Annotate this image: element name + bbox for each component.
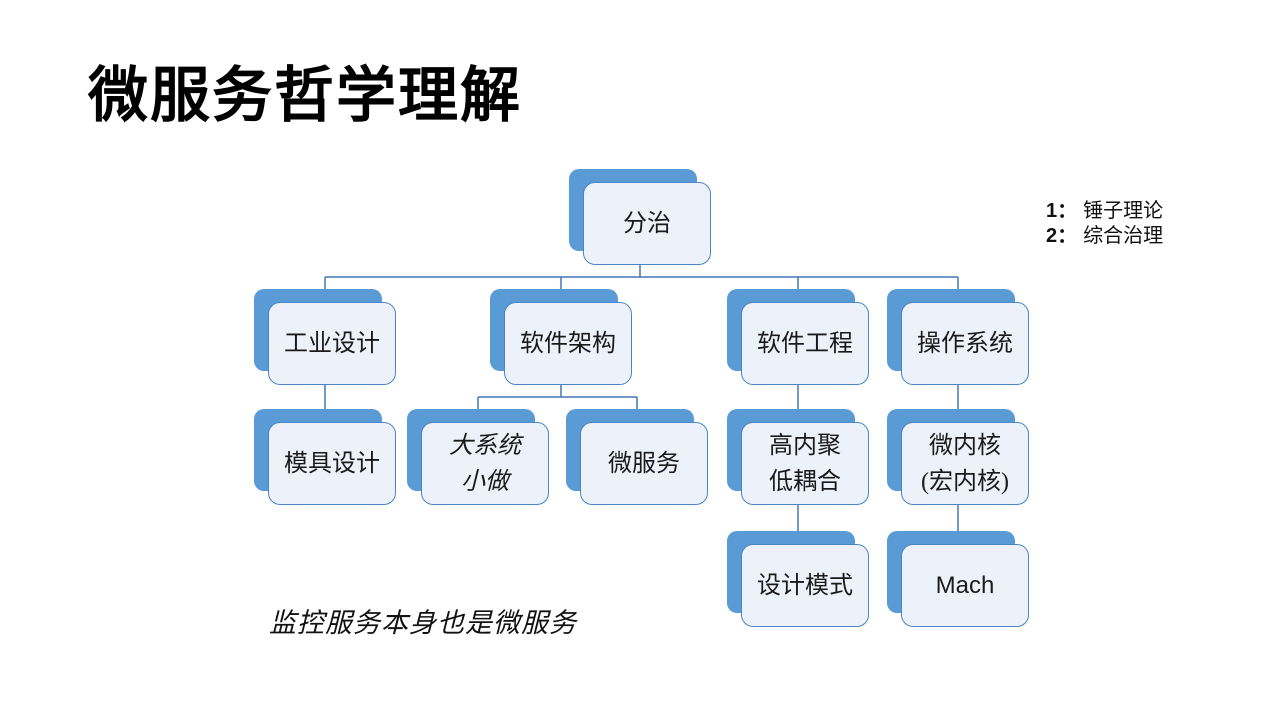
- node-mold-design: 模具设计: [254, 409, 396, 505]
- node-front-shape: 软件工程: [741, 302, 869, 385]
- side-note-text: 锤子理论: [1083, 200, 1164, 222]
- node-root: 分治: [569, 169, 711, 265]
- side-note-number: 2：: [1046, 225, 1078, 247]
- node-label: 设计模式: [757, 572, 853, 599]
- node-label: 软件工程: [757, 330, 853, 357]
- node-label: 工业设计: [284, 330, 380, 357]
- node-big-system-done-small: 大系统 小做: [407, 409, 549, 505]
- node-front-shape: 操作系统: [901, 302, 1029, 385]
- node-front-shape: Mach: [901, 544, 1029, 627]
- node-microkernel: 微内核 (宏内核): [887, 409, 1029, 505]
- node-front-shape: 微服务: [580, 422, 708, 505]
- node-label: 高内聚 低耦合: [769, 432, 841, 495]
- node-design-pattern: 设计模式: [727, 531, 869, 627]
- slide-title: 微服务哲学理解: [88, 63, 522, 129]
- node-mach: Mach: [887, 531, 1029, 627]
- node-front-shape: 分治: [583, 182, 711, 265]
- node-front-shape: 微内核 (宏内核): [901, 422, 1029, 505]
- node-label: Mach: [935, 571, 995, 599]
- node-operating-system: 操作系统: [887, 289, 1029, 385]
- node-label: 分治: [623, 210, 671, 237]
- side-note-number: 1：: [1046, 200, 1078, 222]
- node-front-shape: 高内聚 低耦合: [741, 422, 869, 505]
- node-front-shape: 模具设计: [268, 422, 396, 505]
- node-software-architecture: 软件架构: [490, 289, 632, 385]
- node-label: 软件架构: [520, 330, 616, 357]
- node-front-shape: 设计模式: [741, 544, 869, 627]
- side-note: 1：锤子理论 2：综合治理: [1046, 199, 1163, 249]
- node-front-shape: 工业设计: [268, 302, 396, 385]
- node-front-shape: 软件架构: [504, 302, 632, 385]
- node-high-cohesion-low-coupling: 高内聚 低耦合: [727, 409, 869, 505]
- footnote: 监控服务本身也是微服务: [269, 608, 577, 638]
- node-label: 微内核 (宏内核): [921, 432, 1009, 495]
- node-microservice: 微服务: [566, 409, 708, 505]
- node-front-shape: 大系统 小做: [421, 422, 549, 505]
- node-software-engineering: 软件工程: [727, 289, 869, 385]
- node-label: 大系统 小做: [449, 432, 521, 495]
- node-label: 微服务: [608, 450, 680, 477]
- node-label: 操作系统: [917, 330, 1013, 357]
- side-note-text: 综合治理: [1083, 225, 1164, 247]
- side-note-line-1: 1：锤子理论: [1046, 199, 1163, 224]
- node-label: 模具设计: [284, 450, 380, 477]
- node-industrial-design: 工业设计: [254, 289, 396, 385]
- side-note-line-2: 2：综合治理: [1046, 224, 1163, 249]
